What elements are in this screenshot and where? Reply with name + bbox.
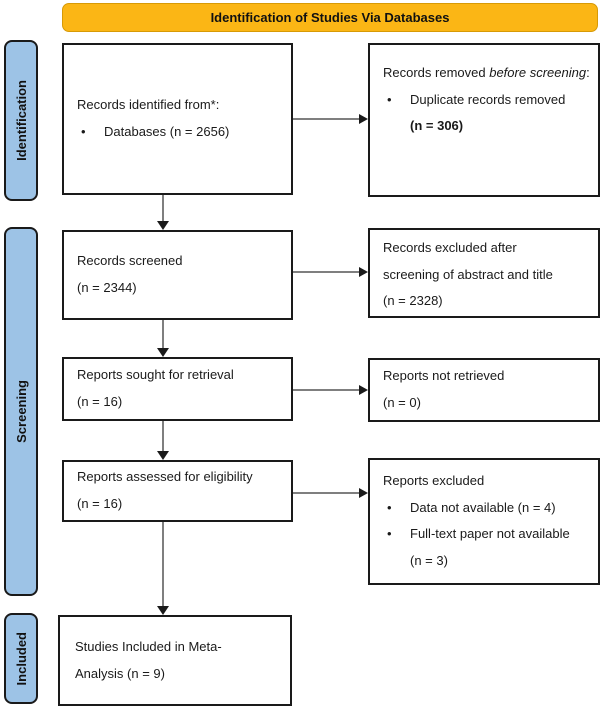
arrow-line: [293, 389, 359, 391]
reports-excluded-bullet1: • Data not available (n = 4): [370, 495, 598, 522]
arrow-right-icon: [359, 488, 368, 498]
arrow-right-icon: [359, 385, 368, 395]
box-reports-sought: Reports sought for retrieval (n = 16): [62, 357, 293, 421]
records-excluded-count: (n = 2328): [383, 293, 443, 309]
records-removed-bullet-line1: Duplicate records removed: [410, 91, 566, 107]
arrow-down-icon: [157, 348, 169, 357]
arrow-down-icon: [157, 451, 169, 460]
records-removed-count-bold: (n = 306): [410, 118, 464, 134]
studies-included-line2: Analysis (n = 9): [75, 665, 165, 681]
arrow-line: [293, 118, 359, 120]
arrow-down-icon: [157, 606, 169, 615]
phase-label-included-text: Included: [13, 631, 29, 686]
box-studies-included: Studies Included in Meta- Analysis (n = …: [58, 615, 292, 706]
banner-label: Identification of Studies Via Databases: [210, 10, 450, 25]
arrow-right-icon: [359, 267, 368, 277]
phase-label-screening: Screening: [4, 227, 38, 596]
reports-excluded-bullet2-text: Full-text paper not available (n = 3): [410, 521, 590, 574]
arrow-sought-to-not-retrieved: [293, 385, 368, 395]
reports-assessed-count: (n = 16): [77, 496, 123, 511]
reports-not-retrieved-count: (n = 0): [383, 395, 421, 410]
arrow-screened-to-sought: [157, 320, 169, 357]
arrow-line: [162, 195, 164, 221]
records-screened-count: (n = 2344): [77, 280, 137, 295]
arrow-line: [293, 271, 359, 273]
reports-sought-line1: Reports sought for retrieval: [77, 367, 234, 383]
bullet-dot-icon: •: [81, 124, 86, 139]
bullet-dot-icon: •: [387, 91, 392, 107]
arrow-down-icon: [157, 221, 169, 230]
arrow-assessed-to-reports-excluded: [293, 488, 368, 498]
records-identified-bullet-text: Databases (n = 2656): [104, 124, 230, 139]
reports-assessed-line1: Reports assessed for eligibility: [77, 469, 253, 485]
reports-excluded-title: Reports excluded: [383, 473, 485, 488]
box-records-screened: Records screened (n = 2344): [62, 230, 293, 320]
records-excluded-line1: Records excluded after: [383, 240, 517, 255]
reports-excluded-bullet2-count: (n = 3): [410, 552, 448, 568]
box-reports-excluded: Reports excluded • Data not available (n…: [368, 458, 600, 585]
arrow-line: [293, 492, 359, 494]
banner-identification-via-databases: Identification of Studies Via Databases: [62, 3, 598, 32]
box-reports-assessed: Reports assessed for eligibility (n = 16…: [62, 460, 293, 522]
records-screened-line1: Records screened: [77, 253, 183, 269]
phase-label-identification-text: Identification: [13, 80, 29, 161]
records-removed-title-tail: :: [586, 65, 590, 80]
records-removed-title-italic: before screening: [489, 65, 587, 80]
records-removed-title: Records removed before screening:: [370, 60, 598, 87]
arrow-right-icon: [359, 114, 368, 124]
reports-excluded-bullet2-line1: Full-text paper not available: [410, 526, 570, 542]
box-reports-not-retrieved: Reports not retrieved (n = 0): [368, 358, 600, 422]
records-removed-bullet-text: Duplicate records removed (n = 306): [410, 87, 590, 140]
records-identified-bullet: • Databases (n = 2656): [64, 119, 291, 146]
phase-label-screening-text: Screening: [13, 380, 29, 443]
arrow-line: [162, 320, 164, 348]
box-records-identified: Records identified from*: • Databases (n…: [62, 43, 293, 195]
studies-included-line1: Studies Included in Meta-: [75, 638, 222, 654]
arrow-line: [162, 522, 164, 606]
records-removed-title-normal: Records removed: [383, 65, 490, 80]
phase-label-included: Included: [4, 613, 38, 704]
box-records-removed: Records removed before screening: • Dupl…: [368, 43, 600, 197]
arrow-assessed-to-included: [157, 522, 169, 615]
arrow-identified-to-screened: [157, 195, 169, 230]
bullet-dot-icon: •: [387, 499, 392, 515]
bullet-dot-icon: •: [387, 526, 392, 542]
arrow-line: [162, 421, 164, 451]
reports-sought-count: (n = 16): [77, 394, 123, 409]
arrow-screened-to-excluded: [293, 267, 368, 277]
box-records-excluded: Records excluded after screening of abst…: [368, 228, 600, 318]
records-identified-title: Records identified from*:: [77, 97, 220, 113]
records-excluded-line2: screening of abstract and title: [383, 266, 553, 282]
arrow-sought-to-assessed: [157, 421, 169, 460]
records-removed-bullet: • Duplicate records removed (n = 306): [370, 87, 598, 140]
arrow-identified-to-removed: [293, 114, 368, 124]
phase-label-identification: Identification: [4, 40, 38, 201]
reports-not-retrieved-line1: Reports not retrieved: [383, 368, 505, 384]
reports-excluded-bullet1-text: Data not available (n = 4): [410, 499, 556, 515]
reports-excluded-bullet2: • Full-text paper not available (n = 3): [370, 521, 598, 574]
